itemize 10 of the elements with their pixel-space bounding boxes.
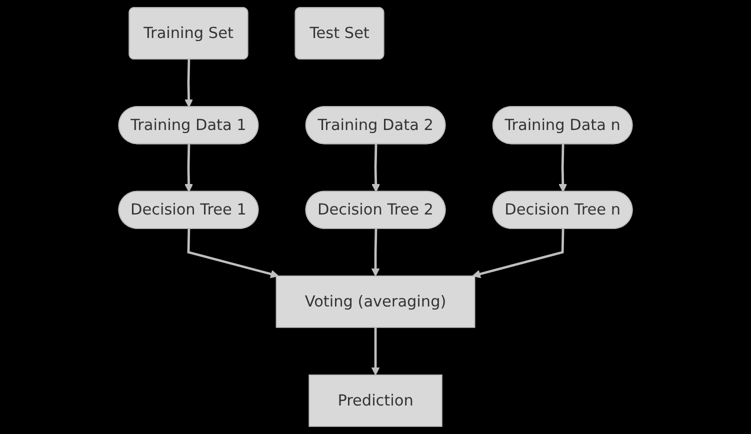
arrow bbox=[371, 228, 380, 276]
arrow bbox=[184, 144, 193, 192]
arrow bbox=[372, 144, 380, 192]
arrow bbox=[187, 228, 279, 278]
arrow bbox=[472, 228, 564, 278]
node-box: Prediction bbox=[308, 374, 442, 427]
arrow bbox=[371, 327, 380, 376]
arrow bbox=[184, 59, 193, 108]
node-box: Voting (averaging) bbox=[276, 276, 476, 328]
arrow bbox=[558, 144, 568, 192]
